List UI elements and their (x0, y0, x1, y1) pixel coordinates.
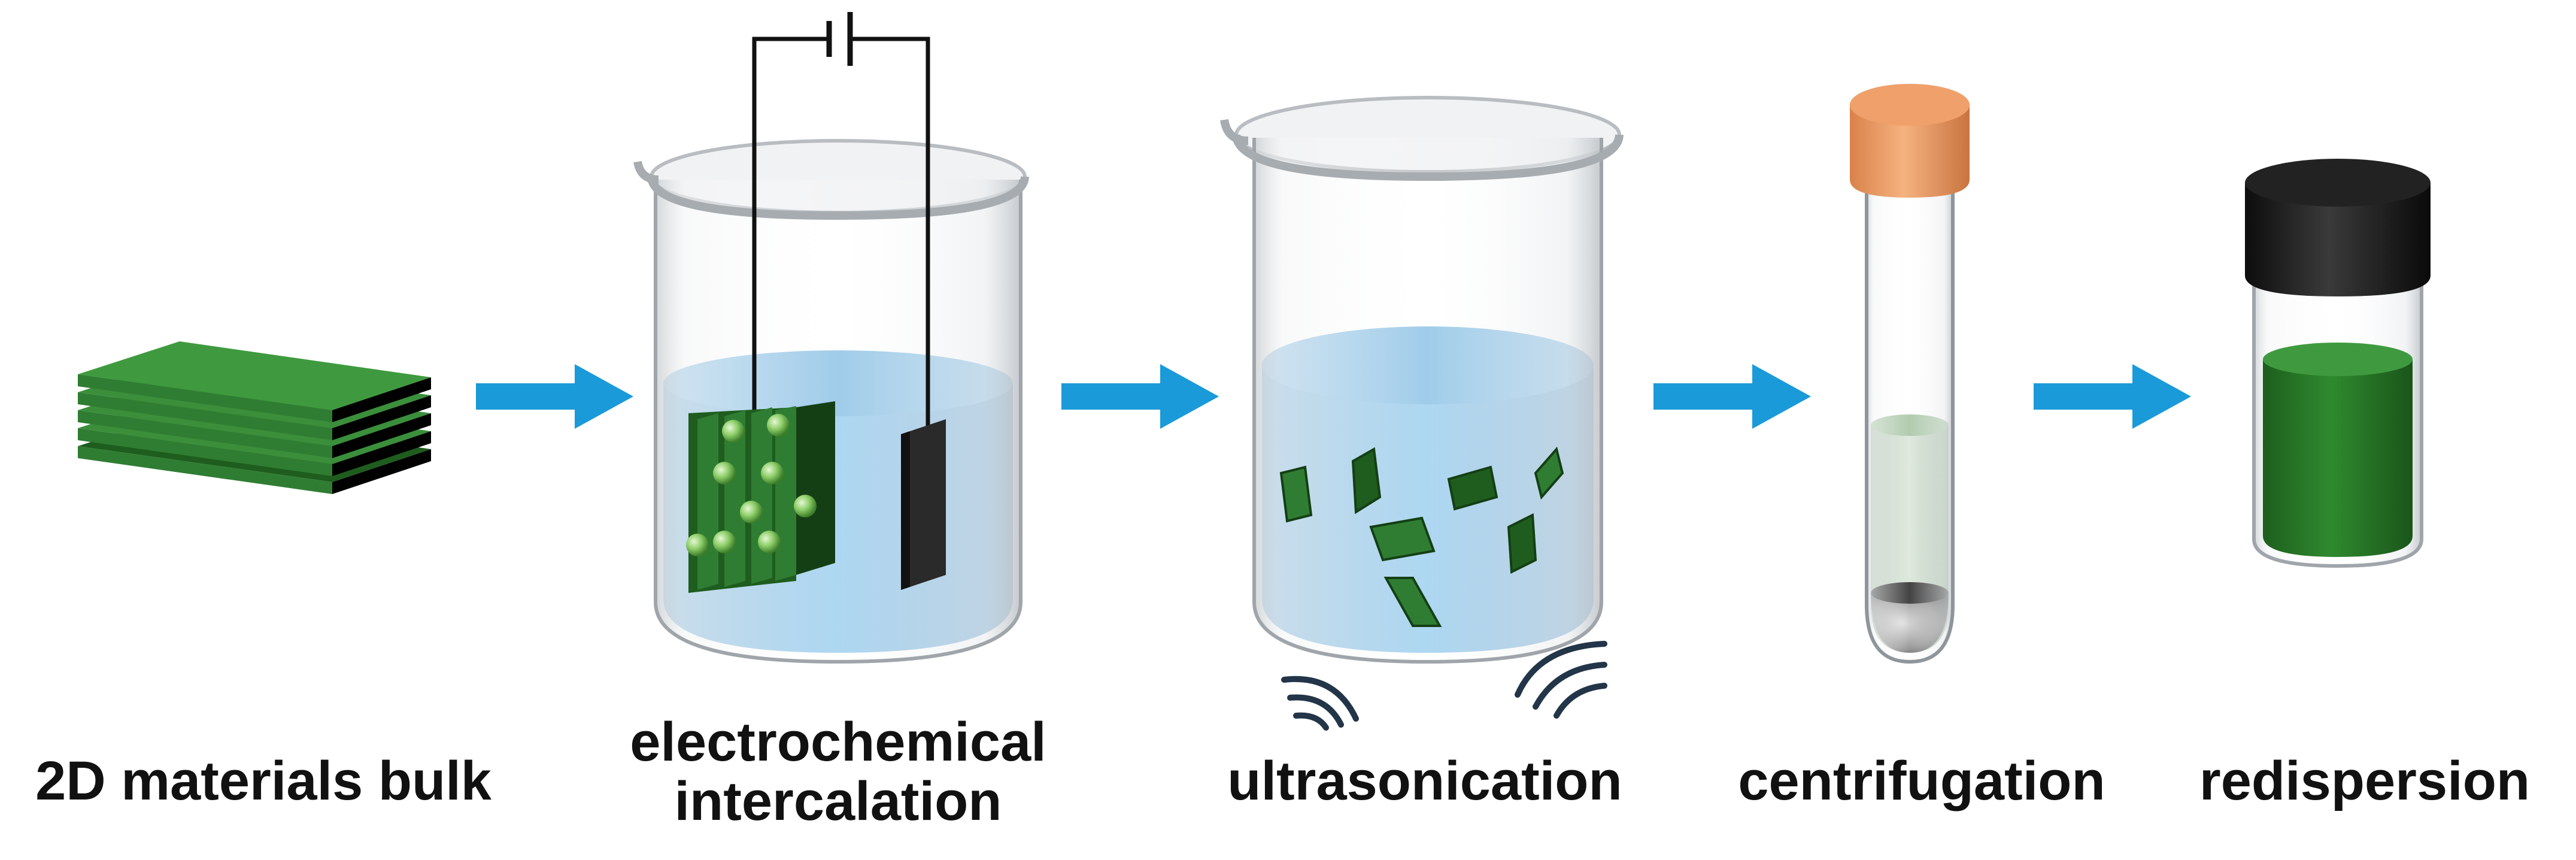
electrode-icon (686, 401, 835, 593)
counter-electrode-icon (901, 419, 946, 590)
test-tube-icon (1850, 84, 1970, 664)
sound-wave-icon (1515, 641, 1607, 719)
step-label-centrifugation: centrifugation (1706, 750, 2137, 811)
sound-wave-icon (1281, 676, 1359, 731)
flakes-icon (1279, 446, 1564, 627)
vial-icon (2245, 159, 2431, 568)
step-label-ultrasonication: ultrasonication (1167, 750, 1682, 811)
arrow-right-icon (2034, 364, 2191, 429)
arrow-right-icon (476, 364, 633, 429)
step-label-bulk: 2D materials bulk (6, 750, 521, 811)
beaker-icon (1220, 96, 1624, 664)
arrow-right-icon (1061, 364, 1219, 429)
arrow-right-icon (1653, 364, 1811, 429)
step-label-line: intercalation (674, 771, 1002, 832)
step-label-line: 2D materials bulk (35, 750, 491, 811)
step-label-line: ultrasonication (1227, 750, 1622, 811)
step-label-line: redispersion (2199, 750, 2531, 811)
stacked-flakes-icon (78, 341, 431, 494)
step-label-line: electrochemical (630, 711, 1046, 773)
step-label-redispersion: redispersion (2155, 750, 2574, 811)
step-label-line: centrifugation (1738, 750, 2105, 811)
step-label-intercalation: electrochemical intercalation (581, 711, 1096, 832)
battery-symbol-icon (752, 12, 930, 431)
